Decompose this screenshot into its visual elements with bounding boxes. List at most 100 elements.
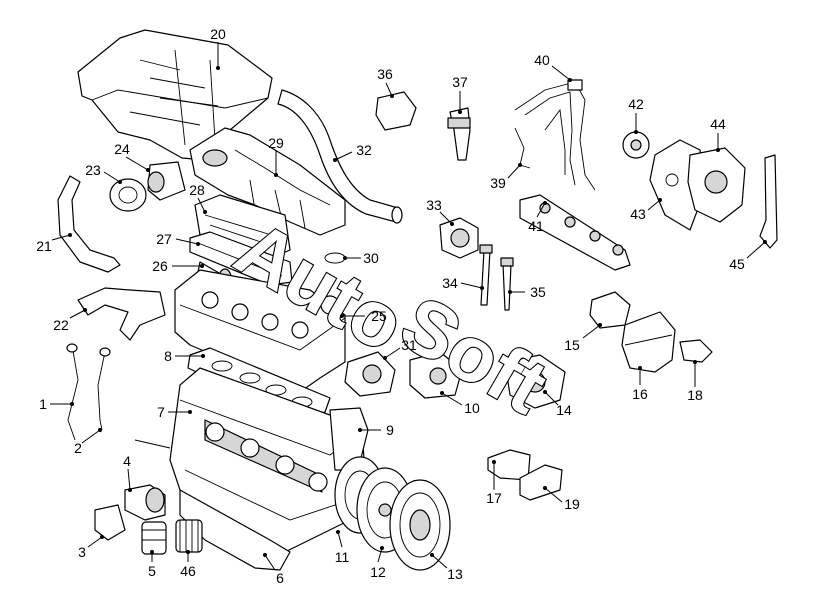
callout-11: 11 [335, 530, 349, 565]
callout-21: 21 [36, 233, 72, 254]
callout-15: 15 [564, 323, 602, 353]
callout-label-29: 29 [268, 135, 284, 151]
callout-9: 9 [358, 422, 394, 438]
callout-label-44: 44 [710, 116, 726, 132]
callout-30: 30 [343, 250, 379, 266]
callout-label-46: 46 [180, 563, 196, 579]
callout-label-13: 13 [447, 566, 463, 582]
glow-plug-long [479, 244, 493, 306]
callout-41: 40 [534, 52, 572, 82]
callout-label-40: 41 [528, 218, 544, 234]
callout-36: 36 [377, 66, 394, 98]
callout-29: 29 [268, 135, 284, 177]
callout-20: 20 [210, 26, 226, 70]
callout-16: 16 [632, 366, 648, 402]
callout-25: 25 [340, 308, 387, 324]
callout-label-32: 32 [356, 142, 372, 158]
callout-label-12: 12 [370, 564, 386, 580]
alternator [504, 354, 566, 409]
pump-bracket [759, 154, 778, 249]
fuel-return-line [514, 127, 531, 169]
callout-label-16: 16 [632, 386, 648, 402]
callout-label-15: 15 [564, 337, 580, 353]
callout-31: 31 [383, 337, 417, 360]
callout-label-3: 3 [78, 544, 86, 560]
turbo-housing [147, 161, 186, 201]
vacuum-pump [409, 351, 463, 399]
callout-label-45: 45 [729, 256, 745, 272]
callout-4: 4 [123, 453, 132, 492]
callout-label-30: 30 [363, 250, 379, 266]
pump-sprocket [622, 131, 650, 159]
callout-label-36: 36 [377, 66, 393, 82]
callout-label-5: 5 [148, 563, 156, 579]
callout-45: 45 [729, 240, 767, 272]
high-pressure-pump [687, 147, 746, 223]
thermostat-housing [439, 217, 479, 259]
callout-44: 44 [710, 116, 726, 152]
callout-label-18: 18 [687, 387, 703, 403]
callout-12: 12 [370, 546, 386, 580]
sensor-18 [679, 339, 713, 363]
callout-40: 41 [528, 201, 547, 234]
callout-label-37: 37 [452, 74, 468, 90]
callout-10: 10 [440, 391, 480, 416]
intake-elbow [77, 287, 166, 341]
callout-1: 1 [39, 396, 74, 412]
cylinder-head [174, 269, 346, 393]
callout-3: 3 [78, 535, 104, 560]
coolant-hose [277, 89, 403, 224]
callout-17: 17 [486, 460, 502, 506]
expansion-tank [621, 311, 676, 373]
dipstick-tube [97, 347, 111, 431]
callout-label-4: 4 [123, 453, 131, 469]
callout-label-24: 24 [114, 141, 130, 157]
oil-cooler [94, 504, 126, 541]
callout-2: 2 [74, 428, 102, 456]
callout-label-31: 31 [401, 337, 417, 353]
callout-22: 22 [53, 308, 87, 333]
oil-sump [179, 489, 291, 571]
oil-filter [141, 521, 167, 555]
dipstick [66, 343, 79, 441]
callout-label-34: 34 [442, 275, 458, 291]
callout-18: 18 [687, 360, 703, 403]
callout-5: 5 [148, 550, 156, 579]
callout-label-7: 7 [157, 404, 165, 420]
callout-33: 33 [426, 197, 454, 226]
callout-label-25: 25 [371, 308, 387, 324]
crankshaft [134, 419, 328, 493]
callout-28: 28 [189, 182, 207, 214]
callout-26: 26 [152, 258, 204, 274]
valve-cover [194, 194, 291, 263]
callout-label-8: 8 [164, 348, 172, 364]
callout-label-33: 33 [426, 197, 442, 213]
water-pump [344, 351, 396, 397]
callout-46: 46 [180, 550, 196, 579]
callout-label-43: 43 [630, 206, 646, 222]
bracket-15 [589, 291, 631, 329]
callout-label-39: 39 [490, 175, 506, 191]
callout-label-1: 1 [39, 396, 47, 412]
timing-cover [329, 407, 369, 471]
oil-filter-housing [124, 484, 166, 521]
callout-label-21: 21 [36, 238, 52, 254]
callout-label-14: 14 [556, 402, 572, 418]
callout-35: 35 [508, 284, 546, 300]
fuel-injector [447, 107, 471, 161]
callout-label-42: 42 [628, 96, 644, 112]
callout-32: 32 [333, 142, 372, 162]
callout-14: 14 [543, 390, 572, 418]
callout-7: 7 [157, 404, 192, 420]
air-filter-element [109, 178, 147, 212]
callout-label-26: 26 [152, 258, 168, 274]
callout-label-17: 17 [486, 490, 502, 506]
valve-cover-gasket [189, 231, 293, 286]
callout-39: 39 [490, 163, 522, 191]
oil-filter-element [175, 519, 203, 553]
callout-23: 23 [85, 162, 122, 184]
callout-8: 8 [164, 348, 205, 364]
relay-module [375, 91, 417, 131]
